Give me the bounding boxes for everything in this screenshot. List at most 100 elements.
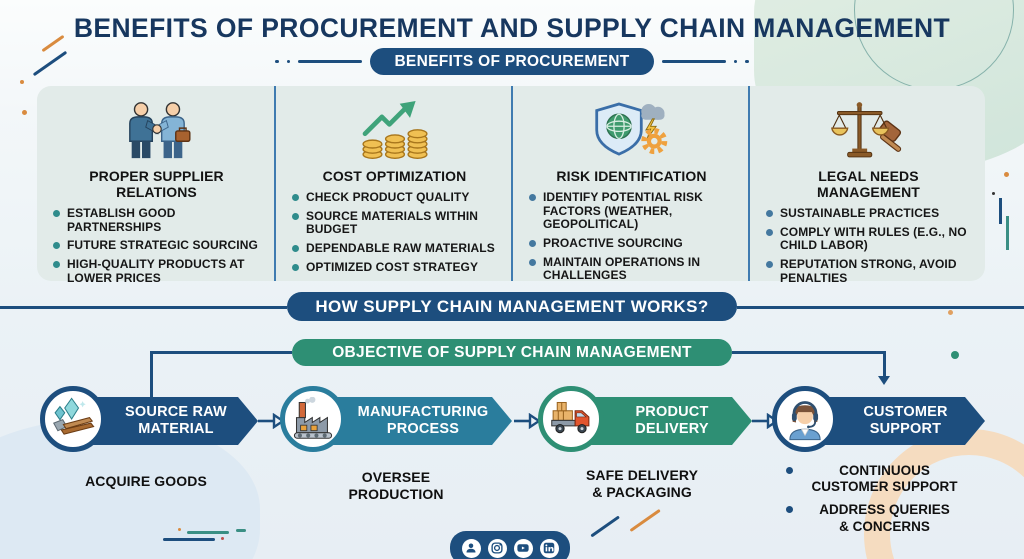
- bullet-text: COMPLY WITH RULES (E.G., NO CHILD LABOR): [780, 224, 967, 253]
- benefit-column-risk-identification: RISK IDENTIFICATION IDENTIFY POTENTIAL R…: [511, 86, 748, 283]
- bullet-dot: [292, 194, 299, 201]
- benefit-bullet: REPUTATION STRONG, AVOID PENALTIES: [766, 257, 971, 285]
- instagram-icon[interactable]: [487, 538, 507, 558]
- bullet-dot: [292, 263, 299, 271]
- benefit-bullet: DEPENDABLE RAW MATERIALS: [292, 241, 497, 256]
- bullet-text: FUTURE STRATEGIC SOURCING: [67, 238, 258, 253]
- decor-dot: [178, 528, 181, 531]
- youtube-icon[interactable]: [513, 538, 533, 558]
- bullet-text: ADDRESS QUERIES & CONCERNS: [819, 502, 950, 534]
- benefit-bullet-list: ESTABLISH GOOD PARTNERSHIPS FUTURE STRAT…: [53, 206, 260, 285]
- bullet-text: OPTIMIZED COST STRATEGY: [306, 259, 479, 274]
- benefit-bullet: COMPLY WITH RULES (E.G., NO CHILD LABOR): [766, 224, 971, 253]
- page-title: BENEFITS OF PROCUREMENT AND SUPPLY CHAIN…: [73, 13, 951, 43]
- bullet-dot: [786, 506, 793, 514]
- decor-dot: [20, 80, 24, 84]
- decor-dot: [948, 310, 953, 315]
- benefits-procurement-banner-row: BENEFITS OF PROCUREMENT: [0, 48, 1024, 75]
- decor-vline-navy: [999, 198, 1002, 224]
- scales-gavel-icon: [766, 94, 971, 166]
- benefit-bullet: ESTABLISH GOOD PARTNERSHIPS: [53, 206, 260, 234]
- benefit-bullet: OPTIMIZED COST STRATEGY: [292, 259, 497, 275]
- decor-dot: [992, 192, 995, 195]
- bullet-dot: [766, 228, 773, 236]
- caption-acquire-goods: ACQUIRE GOODS: [85, 473, 207, 489]
- benefit-heading: COST OPTIMIZATION: [322, 168, 467, 184]
- benefits-procurement-banner: BENEFITS OF PROCUREMENT: [370, 48, 654, 75]
- raw-material-icon: [40, 386, 106, 452]
- decor-line: [298, 60, 363, 63]
- decor-dash-teal: [236, 529, 246, 532]
- bullet-dot: [529, 258, 536, 266]
- bullet-text: ESTABLISH GOOD PARTNERSHIPS: [67, 206, 176, 234]
- person-share-icon[interactable]: [461, 538, 481, 558]
- connector-line: [732, 351, 885, 354]
- decor-dot: [745, 59, 749, 64]
- social-links-bar: [450, 531, 570, 559]
- benefit-column-supplier-relations: PROPER SUPPLIER RELATIONS ESTABLISH GOOD…: [37, 86, 274, 285]
- bullet-dot: [786, 467, 793, 474]
- bullet-dot: [292, 245, 299, 253]
- decor-line-navy: [163, 538, 215, 541]
- bullet-dot: [529, 240, 536, 248]
- decor-vline-teal: [1006, 216, 1009, 250]
- decor-line-teal: [187, 531, 229, 534]
- benefit-bullet-list: CHECK PRODUCT QUALITY SOURCE MATERIALS W…: [292, 190, 497, 275]
- caption-customer-support-list: CONTINUOUS CUSTOMER SUPPORT ADDRESS QUER…: [786, 463, 970, 542]
- benefits-panel: PROPER SUPPLIER RELATIONS ESTABLISH GOOD…: [37, 86, 985, 285]
- linkedin-icon[interactable]: [539, 538, 559, 558]
- caption-oversee-production: OVERSEE PRODUCTION: [348, 469, 444, 503]
- benefit-heading: RISK IDENTIFICATION: [556, 168, 707, 184]
- factory-icon: [280, 386, 346, 452]
- benefit-bullet-list: SUSTAINABLE PRACTICES COMPLY WITH RULES …: [766, 206, 971, 285]
- decor-slash-orange: [629, 508, 661, 532]
- benefit-bullet: MAINTAIN OPERATIONS IN CHALLENGES: [529, 254, 734, 283]
- bullet-dot: [53, 242, 60, 250]
- flow-arrow-icon: [258, 413, 284, 429]
- caption-bullet: CONTINUOUS CUSTOMER SUPPORT: [786, 463, 970, 495]
- handshake-icon: [53, 94, 260, 166]
- how-scm-works-banner: HOW SUPPLY CHAIN MANAGEMENT WORKS?: [287, 292, 737, 321]
- caption-bullet: ADDRESS QUERIES & CONCERNS: [786, 502, 970, 534]
- bullet-text: SOURCE MATERIALS WITHIN BUDGET: [306, 208, 479, 237]
- decor-dot: [733, 59, 738, 64]
- decor-dot: [1004, 172, 1009, 177]
- benefit-heading: LEGAL NEEDS MANAGEMENT: [817, 168, 920, 200]
- bullet-text: HIGH-QUALITY PRODUCTS AT LOWER PRICES: [67, 257, 245, 285]
- benefit-bullet: HIGH-QUALITY PRODUCTS AT LOWER PRICES: [53, 257, 260, 285]
- benefit-bullet: PROACTIVE SOURCING: [529, 236, 734, 251]
- decor-dot: [22, 110, 27, 115]
- benefit-bullet: SUSTAINABLE PRACTICES: [766, 206, 971, 221]
- delivery-truck-icon: [538, 386, 604, 452]
- benefit-bullet: SOURCE MATERIALS WITHIN BUDGET: [292, 208, 497, 237]
- bullet-dot: [766, 261, 773, 269]
- connector-arrowhead: [878, 376, 890, 385]
- benefit-bullet: IDENTIFY POTENTIAL RISK FACTORS (WEATHER…: [529, 190, 734, 232]
- benefit-bullet: FUTURE STRATEGIC SOURCING: [53, 239, 260, 253]
- decor-line: [0, 306, 287, 309]
- flow-step-manufacturing-process: MANUFACTURING PROCESS: [316, 397, 512, 445]
- connector-line: [150, 351, 153, 398]
- connector-line: [883, 351, 886, 377]
- bullet-text: IDENTIFY POTENTIAL RISK FACTORS (WEATHER…: [543, 190, 703, 232]
- decor-dot: [286, 59, 291, 64]
- bullet-dot: [53, 210, 60, 217]
- bullet-dot: [529, 194, 536, 201]
- benefit-bullet: CHECK PRODUCT QUALITY: [292, 190, 497, 205]
- decor-line: [737, 306, 1024, 309]
- flow-arrow-icon: [514, 413, 540, 429]
- decor-line: [661, 60, 726, 63]
- bullet-text: PROACTIVE SOURCING: [543, 236, 683, 251]
- coins-growth-icon: [292, 94, 497, 166]
- benefit-column-legal-needs: LEGAL NEEDS MANAGEMENT SUSTAINABLE PRACT…: [748, 86, 985, 285]
- caption-safe-delivery: SAFE DELIVERY & PACKAGING: [585, 467, 699, 501]
- headset-agent-icon: [772, 386, 838, 452]
- bullet-text: CHECK PRODUCT QUALITY: [306, 190, 470, 204]
- bullet-text: REPUTATION STRONG, AVOID PENALTIES: [780, 257, 957, 285]
- bullet-text: CONTINUOUS CUSTOMER SUPPORT: [811, 463, 958, 495]
- decor-dot: [221, 537, 224, 540]
- bullet-text: MAINTAIN OPERATIONS IN CHALLENGES: [543, 254, 701, 283]
- objective-scm-banner: OBJECTIVE OF SUPPLY CHAIN MANAGEMENT: [292, 339, 732, 366]
- connector-line: [150, 351, 292, 354]
